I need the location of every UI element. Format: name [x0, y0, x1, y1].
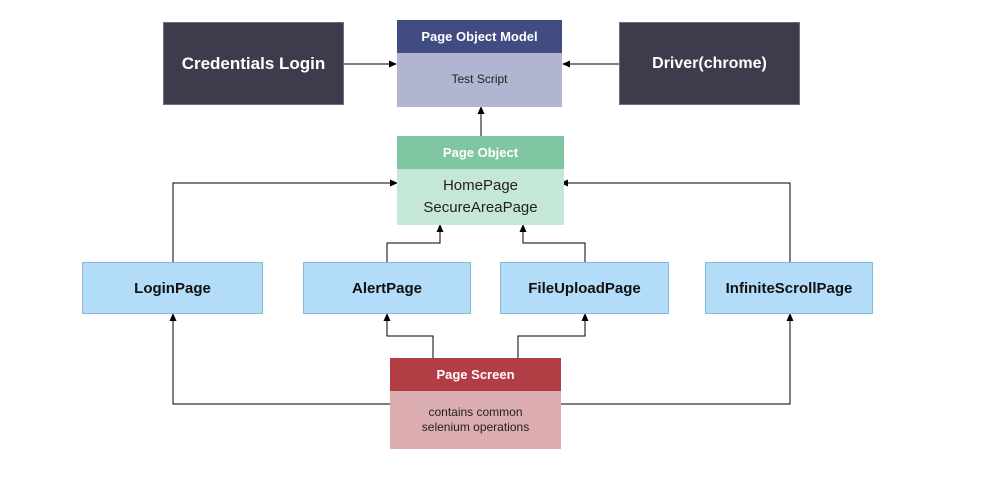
edge-alertpage-to-page-object: [386, 224, 444, 262]
alertpage-node: AlertPage: [303, 262, 471, 314]
edge-pagescreen-to-fileupload: [517, 313, 589, 358]
edge-loginpage-to-page-object: [172, 179, 398, 262]
page-screen-node: Page Screen contains common selenium ope…: [390, 358, 561, 449]
page-object-header: Page Object: [397, 136, 564, 169]
page-screen-line-1: contains common: [428, 405, 523, 419]
credentials-login-label: Credentials Login: [181, 53, 326, 73]
page-screen-title: Page Screen: [436, 367, 515, 382]
page-object-item-secureareapage: SecureAreaPage: [423, 199, 538, 216]
page-object-body: HomePage SecureAreaPage: [397, 169, 564, 225]
page-object-model-title: Page Object Model: [421, 29, 538, 44]
edge-pagescreen-to-alertpage: [383, 313, 434, 358]
page-screen-body: contains common selenium operations: [390, 391, 561, 449]
loginpage-label: LoginPage: [134, 279, 211, 297]
edge-pagescreen-to-infinitescroll: [561, 313, 794, 405]
page-object-model-body-text: Test Script: [451, 72, 508, 86]
page-object-model-node: Page Object Model Test Script: [397, 20, 562, 107]
page-object-node: Page Object HomePage SecureAreaPage: [397, 136, 564, 225]
credentials-login-node: Credentials Login: [163, 22, 344, 105]
page-object-model-body: Test Script: [397, 53, 562, 107]
edge-infinitescroll-to-page-object: [560, 179, 791, 262]
infinitescrollpage-label: InfiniteScrollPage: [725, 279, 853, 297]
page-object-title: Page Object: [442, 145, 519, 160]
page-object-item-homepage: HomePage: [442, 177, 519, 194]
driver-node: Driver(chrome): [619, 22, 800, 105]
fileuploadpage-label: FileUploadPage: [528, 279, 641, 297]
loginpage-node: LoginPage: [82, 262, 263, 314]
infinitescrollpage-node: InfiniteScrollPage: [705, 262, 873, 314]
page-screen-header: Page Screen: [390, 358, 561, 391]
page-object-model-header: Page Object Model: [397, 20, 562, 53]
alertpage-label: AlertPage: [351, 279, 423, 297]
fileuploadpage-node: FileUploadPage: [500, 262, 669, 314]
driver-label: Driver(chrome): [652, 54, 767, 72]
edge-pagescreen-to-loginpage: [169, 313, 390, 405]
edge-fileupload-to-page-object: [519, 224, 586, 262]
page-screen-line-2: selenium operations: [421, 420, 530, 434]
